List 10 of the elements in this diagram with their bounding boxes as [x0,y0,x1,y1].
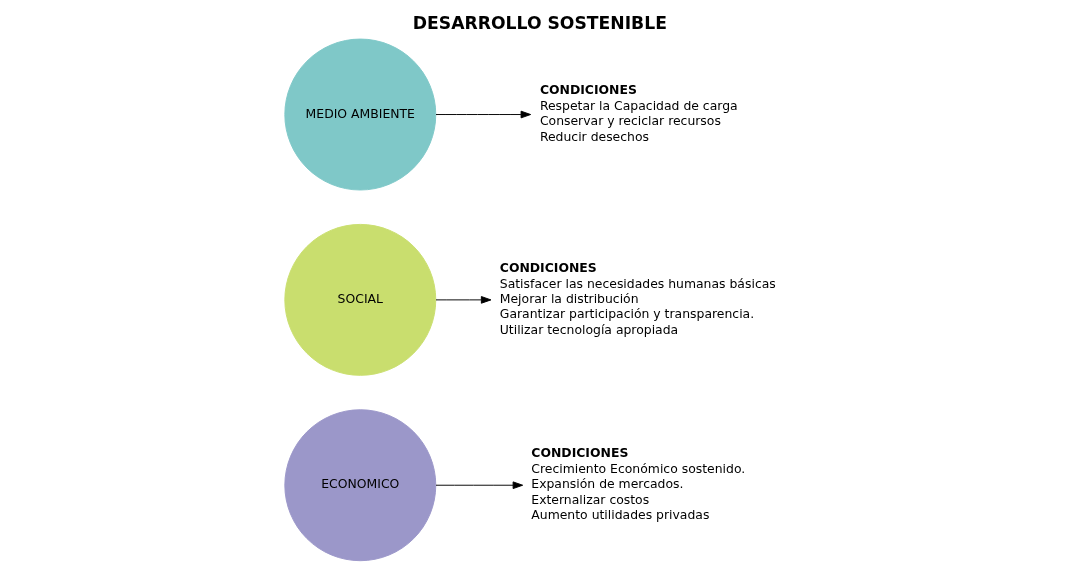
arrow [435,110,532,119]
node-circle: MEDIO AMBIENTE [284,38,437,191]
node-text: CONDICIONES Respetar la Capacidad de carga Conservar y reciclar recursos Reducir desechos [539,81,738,144]
node-circle: SOCIAL [284,223,437,376]
node-circle: ECONOMICO [284,409,437,562]
node-text: CONDICIONES Satisfacer las necesidades humanas básicas Mejorar la distribución Garantizar participación y transparencia. Utilizar tecnología apropiada [499,259,776,337]
node-text: CONDICIONES Crecimiento Económico sostenido. Expansión de mercados. Externalizar costos Aumento utilidades privadas [531,444,746,523]
arrow [435,481,524,490]
arrow [435,296,492,304]
diagram-title: DESARROLLO SOSTENIBLE [412,12,667,33]
